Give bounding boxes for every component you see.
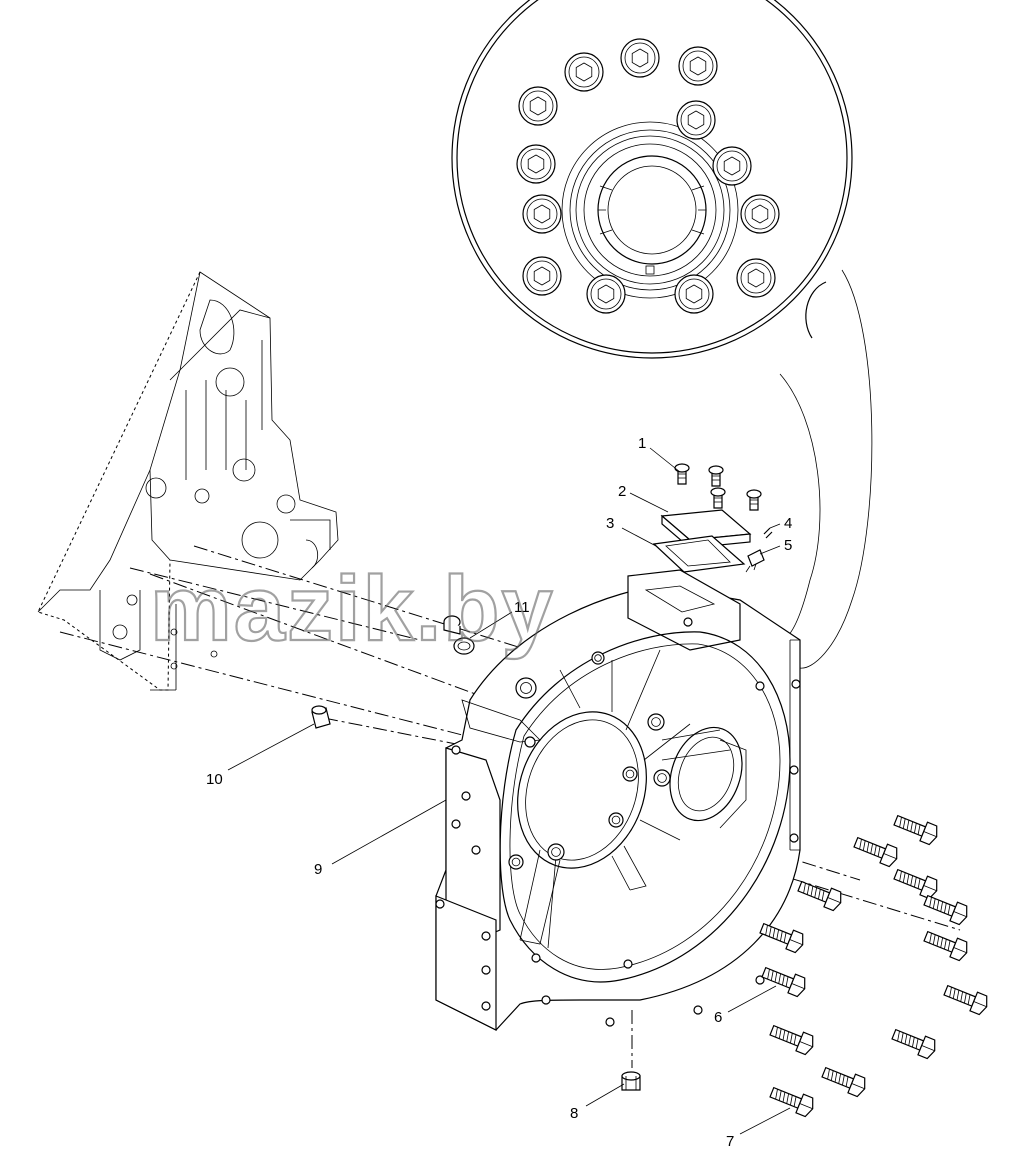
housing-boss [547, 843, 565, 861]
bolts-items-6-7 [759, 814, 988, 1118]
callout-6: 6 [714, 1009, 722, 1026]
detail-bolt-heads [516, 38, 780, 314]
callout-10: 10 [206, 771, 223, 788]
hex-bolt [759, 922, 804, 954]
detail-bolt-head [586, 274, 626, 314]
housing-boss [531, 953, 541, 963]
housing-boss [608, 812, 624, 828]
cover-plate-item-2 [660, 509, 752, 550]
bolts-item-1 [674, 463, 762, 511]
housing-boss [461, 791, 471, 801]
callout-8: 8 [570, 1105, 578, 1122]
housing-boss [791, 679, 801, 689]
housing-boss [789, 833, 799, 843]
housing-boss [471, 845, 481, 855]
housing-boss [481, 931, 491, 941]
housing-boss [451, 745, 461, 755]
screw-item-4 [763, 527, 773, 539]
housing-boss [789, 765, 799, 775]
detail-bolt-head [736, 258, 776, 298]
housing-boss [541, 995, 551, 1005]
detail-bolt-head [620, 38, 660, 78]
callout-5: 5 [784, 537, 792, 554]
hub-bore [597, 155, 707, 265]
dowel-item-10 [311, 705, 331, 729]
hex-bolt [761, 966, 806, 998]
hex-bolt [853, 836, 898, 868]
housing-boss [647, 713, 665, 731]
leader-lines [227, 447, 791, 1135]
detail-bolt-head [522, 194, 562, 234]
detail-bolt-head [518, 86, 558, 126]
detail-view-flywheel [451, 0, 873, 669]
hex-bolt [893, 814, 938, 846]
callout-9: 9 [314, 861, 322, 878]
detail-bolt-head [678, 46, 718, 86]
small-bolt [746, 489, 762, 511]
callout-1: 1 [638, 435, 646, 452]
drain-plug-item-8 [621, 1071, 641, 1091]
gasket-item-3 [652, 535, 746, 573]
detail-circle [451, 0, 853, 359]
callout-4: 4 [784, 515, 792, 532]
hex-bolt [821, 1066, 866, 1098]
detail-bolt-head [676, 100, 716, 140]
small-bolt [708, 465, 724, 487]
detail-bolt-head [740, 194, 780, 234]
detail-bolt-head [564, 52, 604, 92]
hex-bolt [769, 1024, 814, 1056]
housing-boss [653, 769, 671, 787]
plug-item-11 [443, 615, 475, 655]
housing-boss [451, 819, 461, 829]
housing-boss [591, 651, 605, 665]
hex-bolt [797, 880, 842, 912]
housing-boss [435, 899, 445, 909]
housing-boss [481, 1001, 491, 1011]
hex-bolt [891, 1028, 936, 1060]
housing-boss [623, 959, 633, 969]
housing-boss [622, 766, 638, 782]
housing-boss [515, 677, 537, 699]
small-bolt [674, 463, 690, 485]
engine-block-fragment [37, 271, 339, 691]
housing-boss [755, 681, 765, 691]
housing-boss [755, 975, 765, 985]
hex-bolt [769, 1086, 814, 1118]
housing-boss [481, 965, 491, 975]
detail-bolt-head [674, 274, 714, 314]
callout-7: 7 [726, 1133, 734, 1150]
housing-boss [524, 736, 536, 748]
detail-bolt-head [522, 256, 562, 296]
housing-boss [605, 1017, 615, 1027]
small-bolt [710, 487, 726, 509]
housing-boss [508, 854, 524, 870]
hex-bolt [893, 868, 938, 900]
callout-11: 11 [514, 599, 530, 616]
hex-bolt [923, 930, 968, 962]
watermark: mazik.by [150, 558, 555, 660]
hex-bolt [923, 894, 968, 926]
callout-3: 3 [606, 515, 614, 532]
callout-2: 2 [618, 483, 626, 500]
detail-bolt-head [516, 144, 556, 184]
detail-bolt-head [712, 146, 752, 186]
housing-boss [693, 1005, 703, 1015]
housing-boss [683, 617, 693, 627]
hex-bolt [943, 984, 988, 1016]
